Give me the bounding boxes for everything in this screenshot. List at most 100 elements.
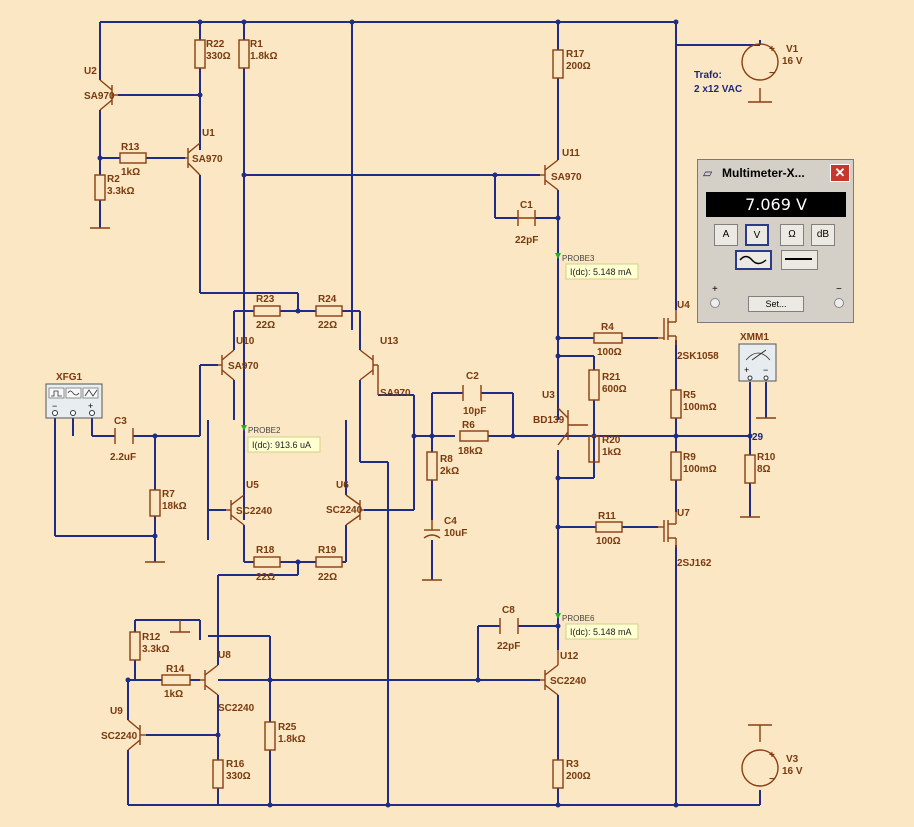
transistor-u7[interactable]: U7 2SJ162 [658,508,712,569]
resistor-r18[interactable]: R18 22Ω [253,545,281,583]
function-generator-xfg1[interactable]: XFG1 − + [45,372,103,419]
transistor-u8[interactable]: U8 SC2240 [200,650,255,714]
multimeter-xmm1[interactable]: XMM1 + − [738,332,777,382]
resistor-r4[interactable]: R4 100Ω [593,322,623,358]
svg-text:SA970: SA970 [192,154,223,165]
resistor-r17[interactable]: R17 200Ω [552,49,591,79]
svg-text:8Ω: 8Ω [757,464,771,475]
svg-text:I(dc): 5.148 mA: I(dc): 5.148 mA [570,267,632,277]
resistor-r5[interactable]: R5 100mΩ [670,389,717,419]
capacitor-c2[interactable]: C2 10pF [462,371,486,417]
svg-text:SC2240: SC2240 [236,506,273,517]
svg-text:V3: V3 [786,754,799,765]
resistor-r21[interactable]: R21 600Ω [588,369,627,401]
svg-text:U10: U10 [236,336,255,347]
probe-3[interactable]: PROBE3 I(dc): 5.148 mA [555,253,639,280]
resistor-r24[interactable]: R24 22Ω [315,294,343,331]
svg-text:R17: R17 [566,49,585,60]
resistor-r3[interactable]: R3 200Ω [552,759,591,789]
transistor-u12[interactable]: U12 SC2240 [540,650,587,696]
transistor-u4[interactable]: U4 2SK1058 [658,300,719,362]
svg-text:R23: R23 [256,294,275,305]
resistor-r13[interactable]: R13 1kΩ [119,142,147,178]
positive-terminal[interactable] [710,298,720,308]
transistor-u1[interactable]: U1 SA970 [185,128,223,176]
dc-mode-button[interactable] [781,250,818,270]
transistor-u9[interactable]: U9 SC2240 [101,706,146,751]
svg-text:1kΩ: 1kΩ [602,447,621,458]
resistor-r6[interactable]: R6 18kΩ [458,420,489,457]
transistor-u5[interactable]: U5 SC2240 [226,480,273,526]
set-button[interactable]: Set... [748,296,804,312]
svg-text:10pF: 10pF [463,406,486,417]
close-button[interactable]: ✕ [830,164,850,182]
dc-source-v1[interactable]: + − V1 16 V [741,43,803,81]
probe-6[interactable]: PROBE6 I(dc): 5.148 mA [555,613,639,640]
resistor-r16[interactable]: R16 330Ω [212,759,251,789]
capacitor-c1[interactable]: C1 22pF [515,200,538,246]
capacitor-c3[interactable]: C3 2.2uF [110,416,136,463]
multimeter-app-icon: ▱ [703,166,713,180]
svg-text:R21: R21 [602,372,621,383]
svg-text:R9: R9 [683,452,696,463]
resistor-r8[interactable]: R8 2kΩ [426,451,459,481]
transistor-u6[interactable]: U6 SC2240 [326,480,364,526]
svg-text:100Ω: 100Ω [596,536,621,547]
svg-text:XMM1: XMM1 [740,332,769,343]
svg-text:−: − [763,365,768,375]
svg-text:R22: R22 [206,39,225,50]
transistor-u11[interactable]: U11 SA970 [540,148,582,191]
svg-text:2kΩ: 2kΩ [440,466,459,477]
mode-ammeter-button[interactable]: A [714,224,738,246]
svg-text:−: − [769,774,775,785]
resistor-r2[interactable]: R2 3.3kΩ [94,174,134,201]
resistor-r1[interactable]: R1 1.8kΩ [238,39,277,69]
svg-text:16 V: 16 V [782,766,803,777]
resistor-r11[interactable]: R11 100Ω [595,511,623,547]
svg-text:U3: U3 [542,390,555,401]
resistor-r19[interactable]: R19 22Ω [315,545,343,583]
svg-text:22Ω: 22Ω [256,320,275,331]
mode-ohmmeter-button[interactable]: Ω [780,224,804,246]
svg-text:18kΩ: 18kΩ [162,501,187,512]
resistor-r10[interactable]: R10 8Ω [744,452,776,484]
transistor-u3[interactable]: U3 BD139 [533,390,588,446]
close-icon: ✕ [834,165,846,180]
resistor-r12[interactable]: R12 3.3kΩ [129,631,169,661]
svg-text:SA970: SA970 [84,91,115,102]
svg-text:U11: U11 [562,148,580,159]
resistor-r25[interactable]: R25 1.8kΩ [264,721,305,751]
capacitor-c4[interactable]: C4 10uF [423,516,467,539]
svg-text:22pF: 22pF [497,641,520,652]
capacitor-c8[interactable]: C8 22pF [497,605,520,652]
resistor-r7[interactable]: R7 18kΩ [149,489,187,517]
multimeter-titlebar[interactable]: ▱ Multimeter-X... ✕ [698,160,853,186]
svg-text:U4: U4 [677,300,690,311]
trafo-note: Trafo: 2 x12 VAC [694,70,742,95]
transistor-u10[interactable]: U10 SA970 [218,336,259,381]
mode-decibel-button[interactable]: dB [811,224,835,246]
multimeter-window[interactable]: ▱ Multimeter-X... ✕ 7.069 V A V Ω dB + −… [697,159,854,323]
svg-text:330Ω: 330Ω [226,771,251,782]
resistor-r9[interactable]: R9 100mΩ [670,451,717,481]
multimeter-title: Multimeter-X... [722,166,805,180]
transistor-u2[interactable]: U2 SA970 [84,66,118,111]
svg-text:SC2240: SC2240 [101,731,138,742]
svg-text:BD139: BD139 [533,415,565,426]
svg-text:2 x12 VAC: 2 x12 VAC [694,84,742,95]
negative-terminal[interactable] [834,298,844,308]
resistor-r20[interactable]: R20 1kΩ [588,435,621,463]
transistor-u13[interactable]: U13 SA970 [359,336,411,399]
svg-text:PROBE2: PROBE2 [248,426,281,435]
resistor-r14[interactable]: R14 1kΩ [161,664,191,700]
resistor-r23[interactable]: R23 22Ω [253,294,281,331]
dc-source-v3[interactable]: + − V3 16 V [741,749,803,787]
svg-text:1.8kΩ: 1.8kΩ [250,51,277,62]
probe-2[interactable]: PROBE2 I(dc): 913.6 uA [241,425,321,453]
svg-text:R7: R7 [162,489,175,500]
ac-mode-button[interactable] [735,250,772,270]
dc-line-icon [785,258,812,260]
resistor-r22[interactable]: R22 330Ω [194,39,231,69]
mode-voltmeter-button[interactable]: V [745,224,769,246]
